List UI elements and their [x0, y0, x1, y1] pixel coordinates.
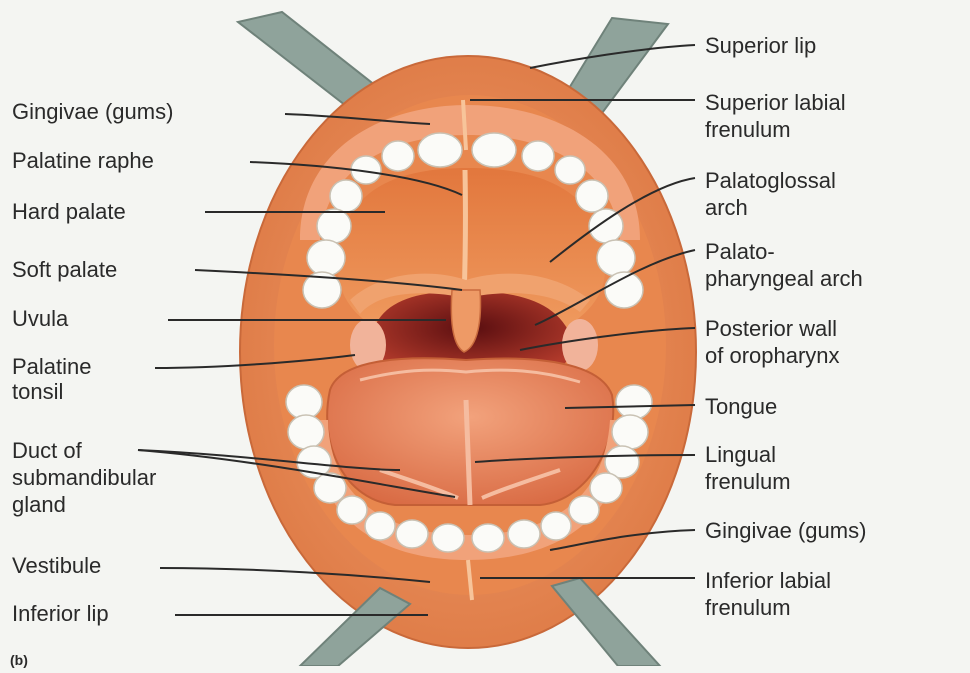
panel-letter: (b): [10, 648, 28, 673]
right-tonsil: [562, 319, 598, 371]
label-superior-frenulum-line2: frenulum: [705, 117, 791, 142]
label-duct-line3: gland: [12, 492, 66, 517]
label-duct-line1: Duct of: [12, 438, 82, 463]
label-gingivae-lower: Gingivae (gums): [705, 518, 866, 543]
label-palatopharyngeal-line2: pharyngeal arch: [705, 266, 863, 291]
label-tongue: Tongue: [705, 394, 777, 419]
label-gingivae-upper: Gingivae (gums): [12, 99, 173, 124]
label-lingual-frenulum-line2: frenulum: [705, 469, 791, 494]
lower-right-retractor: [552, 578, 660, 666]
label-posterior-wall-line2: of oropharynx: [705, 343, 840, 368]
label-superior-frenulum-line1: Superior labial: [705, 90, 846, 115]
label-duct-line2: submandibular: [12, 465, 156, 490]
label-posterior-wall-line1: Posterior wall: [705, 316, 837, 341]
label-palatoglossal-line2: arch: [705, 195, 748, 220]
label-uvula: Uvula: [12, 306, 68, 331]
label-palatoglossal-line1: Palatoglossal: [705, 168, 836, 193]
label-palatine-tonsil-line2: tonsil: [12, 379, 63, 404]
label-superior-lip: Superior lip: [705, 33, 816, 58]
label-soft-palate: Soft palate: [12, 257, 117, 282]
label-hard-palate: Hard palate: [12, 199, 126, 224]
label-inferior-lip: Inferior lip: [12, 601, 109, 626]
label-inferior-frenulum-line1: Inferior labial: [705, 568, 831, 593]
label-inferior-frenulum-line2: frenulum: [705, 595, 791, 620]
label-palatine-tonsil-line1: Palatine: [12, 354, 92, 379]
label-palatopharyngeal-line1: Palato-: [705, 239, 775, 264]
label-palatine-raphe: Palatine raphe: [12, 148, 154, 173]
label-vestibule: Vestibule: [12, 553, 101, 578]
label-lingual-frenulum-line1: Lingual: [705, 442, 776, 467]
